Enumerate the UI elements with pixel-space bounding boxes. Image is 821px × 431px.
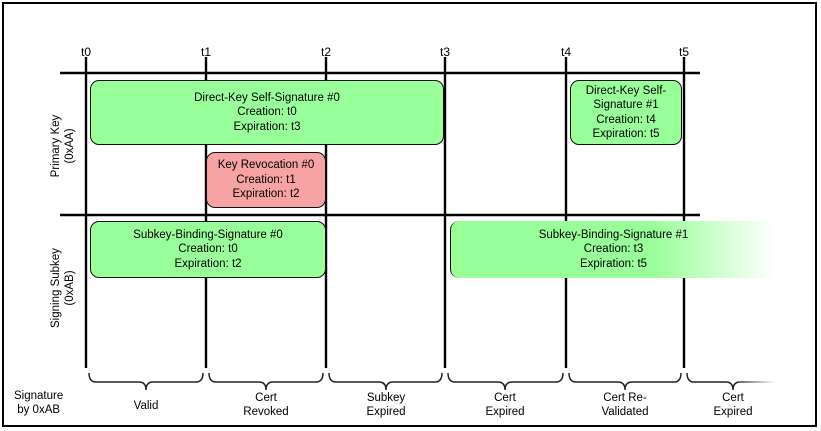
phase-label-line2: Expired: [713, 406, 753, 419]
tick-label-t3: t3: [439, 45, 451, 59]
signature-box-subkey-binding-signature-1[interactable]: Subkey-Binding-Signature #1 Creation: t3…: [450, 221, 776, 278]
phase-label-line2: Revoked: [243, 406, 289, 419]
brace-cert-expired-1: [447, 372, 564, 391]
signature-expiration: Expiration: t5: [592, 127, 660, 140]
phase-label-line1: Subkey: [366, 392, 406, 404]
phase-label-line2: Expired: [485, 406, 525, 419]
phase-label-cert-expired-1: Cert Expired: [486, 391, 525, 420]
tick-label-t2: t2: [320, 45, 332, 59]
signature-title: Key Revocation #0: [217, 159, 315, 172]
signature-creation: Creation: t1: [236, 173, 296, 186]
signature-box-subkey-binding-signature-0[interactable]: Subkey-Binding-Signature #0 Creation: t0…: [90, 221, 326, 278]
signature-box-direct-key-self-signature-1[interactable]: Direct-Key Self- Signature #1 Creation: …: [570, 80, 682, 145]
brace-cert-revoked: [208, 372, 324, 391]
phase-label-line1: Valid: [133, 400, 159, 412]
phase-label-line2: Validated: [601, 406, 649, 419]
brace-subkey-expired: [328, 372, 443, 391]
phase-label-subkey-expired: Subkey Expired: [367, 391, 406, 420]
phase-braces: [88, 372, 775, 391]
signature-creation: Creation: t3: [583, 243, 644, 256]
legend-caption-line2: by 0xAB: [17, 404, 61, 417]
diagram-border: [2, 2, 817, 427]
brace-cert-revalidated: [568, 372, 682, 391]
signature-expiration: Expiration: t5: [579, 257, 648, 270]
phase-label-line2: Expired: [366, 406, 406, 419]
phase-label-line1: Cert: [722, 392, 744, 404]
signature-box-key-revocation-0[interactable]: Key Revocation #0 Creation: t1 Expiratio…: [206, 152, 326, 208]
tick-label-t4: t4: [560, 45, 572, 59]
phase-label-cert-revalidated: Cert Re- Validated: [601, 391, 648, 420]
phase-label-cert-revoked: Cert Revoked: [243, 391, 288, 420]
signature-expiration: Expiration: t3: [233, 120, 301, 133]
signature-expiration: Expiration: t2: [232, 188, 300, 201]
signature-creation: Creation: t4: [596, 113, 656, 126]
phase-label-line1: Cert: [255, 392, 277, 404]
signature-title: Direct-Key Self-Signature #0: [194, 91, 340, 104]
signature-creation: Creation: t0: [178, 243, 238, 256]
signature-title: Subkey-Binding-Signature #0: [133, 228, 283, 241]
tick-label-t1: t1: [200, 45, 212, 59]
tick-label-t5: t5: [678, 45, 690, 59]
legend-caption: Signature by 0xAB: [14, 389, 63, 418]
signature-box-direct-key-self-signature-0[interactable]: Direct-Key Self-Signature #0 Creation: t…: [90, 80, 444, 145]
phase-label-line1: Cert: [494, 392, 516, 404]
legend-caption-line1: Signature: [14, 390, 64, 402]
tick-label-t0: t0: [80, 45, 92, 59]
signature-title-line1: Direct-Key Self-: [585, 84, 667, 97]
brace-valid: [88, 372, 204, 391]
phase-label-cert-expired-2: Cert Expired: [714, 391, 753, 420]
signature-title-line2: Signature #1: [593, 99, 659, 112]
signature-expiration: Expiration: t2: [174, 257, 242, 270]
signature-creation: Creation: t0: [237, 106, 297, 119]
signature-title: Subkey-Binding-Signature #1: [538, 228, 689, 241]
brace-cert-expired-2: [686, 372, 775, 391]
phase-label-line1: Cert Re-: [603, 392, 647, 404]
phase-label-valid: Valid: [134, 399, 159, 413]
